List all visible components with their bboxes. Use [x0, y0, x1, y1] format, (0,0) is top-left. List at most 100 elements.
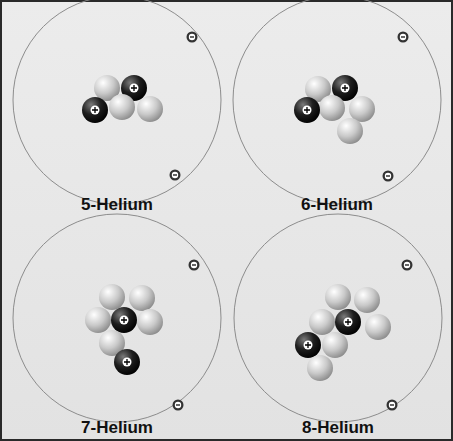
- neutron: [309, 309, 335, 335]
- minus-sign: [405, 264, 409, 265]
- neutron: [307, 355, 333, 381]
- proton-ball: [294, 97, 320, 123]
- charge-disc: [344, 318, 353, 327]
- electron-core: [404, 262, 410, 268]
- electron-core: [189, 34, 195, 40]
- helium-atom: [233, 0, 441, 204]
- isotope-label: 6-Helium: [301, 195, 373, 215]
- neutron: [349, 96, 375, 122]
- charge-disc: [304, 341, 313, 350]
- minus-sign: [390, 404, 394, 405]
- neutron-ball: [365, 314, 391, 340]
- electron: [402, 260, 413, 271]
- electron: [170, 170, 181, 181]
- orbit: [13, 0, 221, 204]
- plus-sign: [124, 359, 130, 365]
- electron: [398, 32, 409, 43]
- orbit: [13, 214, 221, 422]
- isotope-label: 7-Helium: [81, 418, 153, 438]
- electron-core: [191, 262, 197, 268]
- isotope-label: 5-Helium: [81, 195, 153, 215]
- neutron-ball: [322, 332, 348, 358]
- proton: [295, 332, 321, 358]
- neutron: [319, 95, 345, 121]
- plus-sign: [304, 107, 310, 113]
- electron-ball: [187, 32, 198, 43]
- electron: [189, 260, 200, 271]
- helium-atom: [13, 0, 221, 204]
- proton: [82, 97, 108, 123]
- charge-disc: [130, 84, 139, 93]
- proton: [114, 349, 140, 375]
- neutron-ball: [319, 95, 345, 121]
- helium-atom: [13, 214, 221, 422]
- electron-ball: [170, 170, 181, 181]
- charge-disc: [303, 106, 312, 115]
- atoms: [13, 0, 442, 422]
- neutron: [85, 307, 111, 333]
- plus-sign: [131, 85, 137, 91]
- neutron-ball: [325, 284, 351, 310]
- plus-sign: [305, 342, 311, 348]
- electron-core: [385, 173, 391, 179]
- minus-sign: [192, 264, 196, 265]
- electron-ball: [402, 260, 413, 271]
- electron-ball: [189, 260, 200, 271]
- neutron: [354, 287, 380, 313]
- neutron: [322, 332, 348, 358]
- minus-sign: [401, 36, 405, 37]
- neutron-ball: [309, 309, 335, 335]
- plus-sign: [92, 107, 98, 113]
- neutron: [129, 285, 155, 311]
- electron: [187, 32, 198, 43]
- proton-ball: [295, 332, 321, 358]
- plus-sign: [121, 317, 127, 323]
- neutron: [137, 96, 163, 122]
- neutron: [109, 94, 135, 120]
- neutron-ball: [85, 307, 111, 333]
- electron-ball: [173, 400, 184, 411]
- electron: [383, 171, 394, 182]
- electron-core: [400, 34, 406, 40]
- electron-core: [172, 172, 178, 178]
- electron-ball: [398, 32, 409, 43]
- neutron: [365, 314, 391, 340]
- plus-sign: [342, 85, 348, 91]
- minus-sign: [176, 404, 180, 405]
- charge-disc: [123, 358, 132, 367]
- orbit: [234, 214, 442, 422]
- minus-sign: [386, 175, 390, 176]
- proton-ball: [82, 97, 108, 123]
- neutron: [137, 309, 163, 335]
- charge-disc: [341, 84, 350, 93]
- neutron-ball: [137, 96, 163, 122]
- neutron-ball: [109, 94, 135, 120]
- minus-sign: [190, 36, 194, 37]
- electron-core: [389, 402, 395, 408]
- electron: [173, 400, 184, 411]
- isotope-label: 8-Helium: [302, 418, 374, 438]
- charge-disc: [91, 106, 100, 115]
- neutron: [99, 284, 125, 310]
- neutron-ball: [337, 118, 363, 144]
- neutron-ball: [354, 287, 380, 313]
- electron-ball: [387, 400, 398, 411]
- neutron-ball: [99, 284, 125, 310]
- neutron-ball: [349, 96, 375, 122]
- electron: [387, 400, 398, 411]
- proton: [294, 97, 320, 123]
- neutron-ball: [129, 285, 155, 311]
- proton: [335, 309, 361, 335]
- electron-core: [175, 402, 181, 408]
- neutron: [337, 118, 363, 144]
- neutron-ball: [307, 355, 333, 381]
- proton-ball: [335, 309, 361, 335]
- proton-ball: [114, 349, 140, 375]
- proton-ball: [111, 307, 137, 333]
- neutron-ball: [137, 309, 163, 335]
- charge-disc: [120, 316, 129, 325]
- neutron: [325, 284, 351, 310]
